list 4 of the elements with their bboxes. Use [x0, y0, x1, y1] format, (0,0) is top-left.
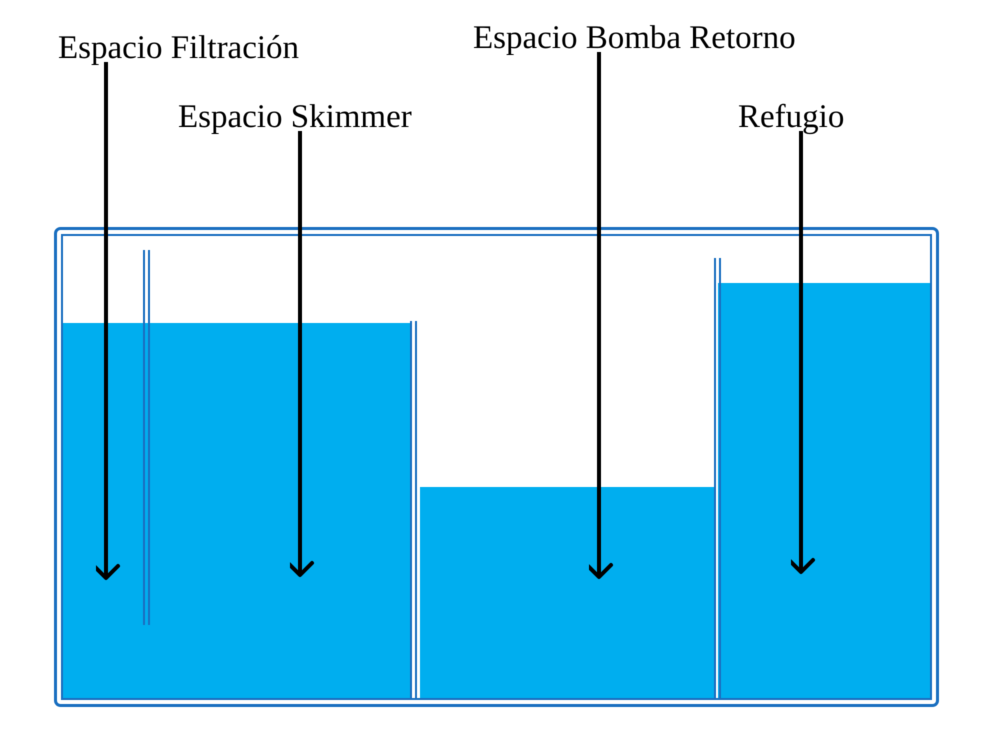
label-text: Refugio [738, 99, 844, 135]
label-text: Espacio Skimmer [178, 99, 412, 135]
label-text: Espacio Bomba Retorno [473, 20, 796, 56]
label-text: Espacio Filtración [58, 30, 300, 66]
